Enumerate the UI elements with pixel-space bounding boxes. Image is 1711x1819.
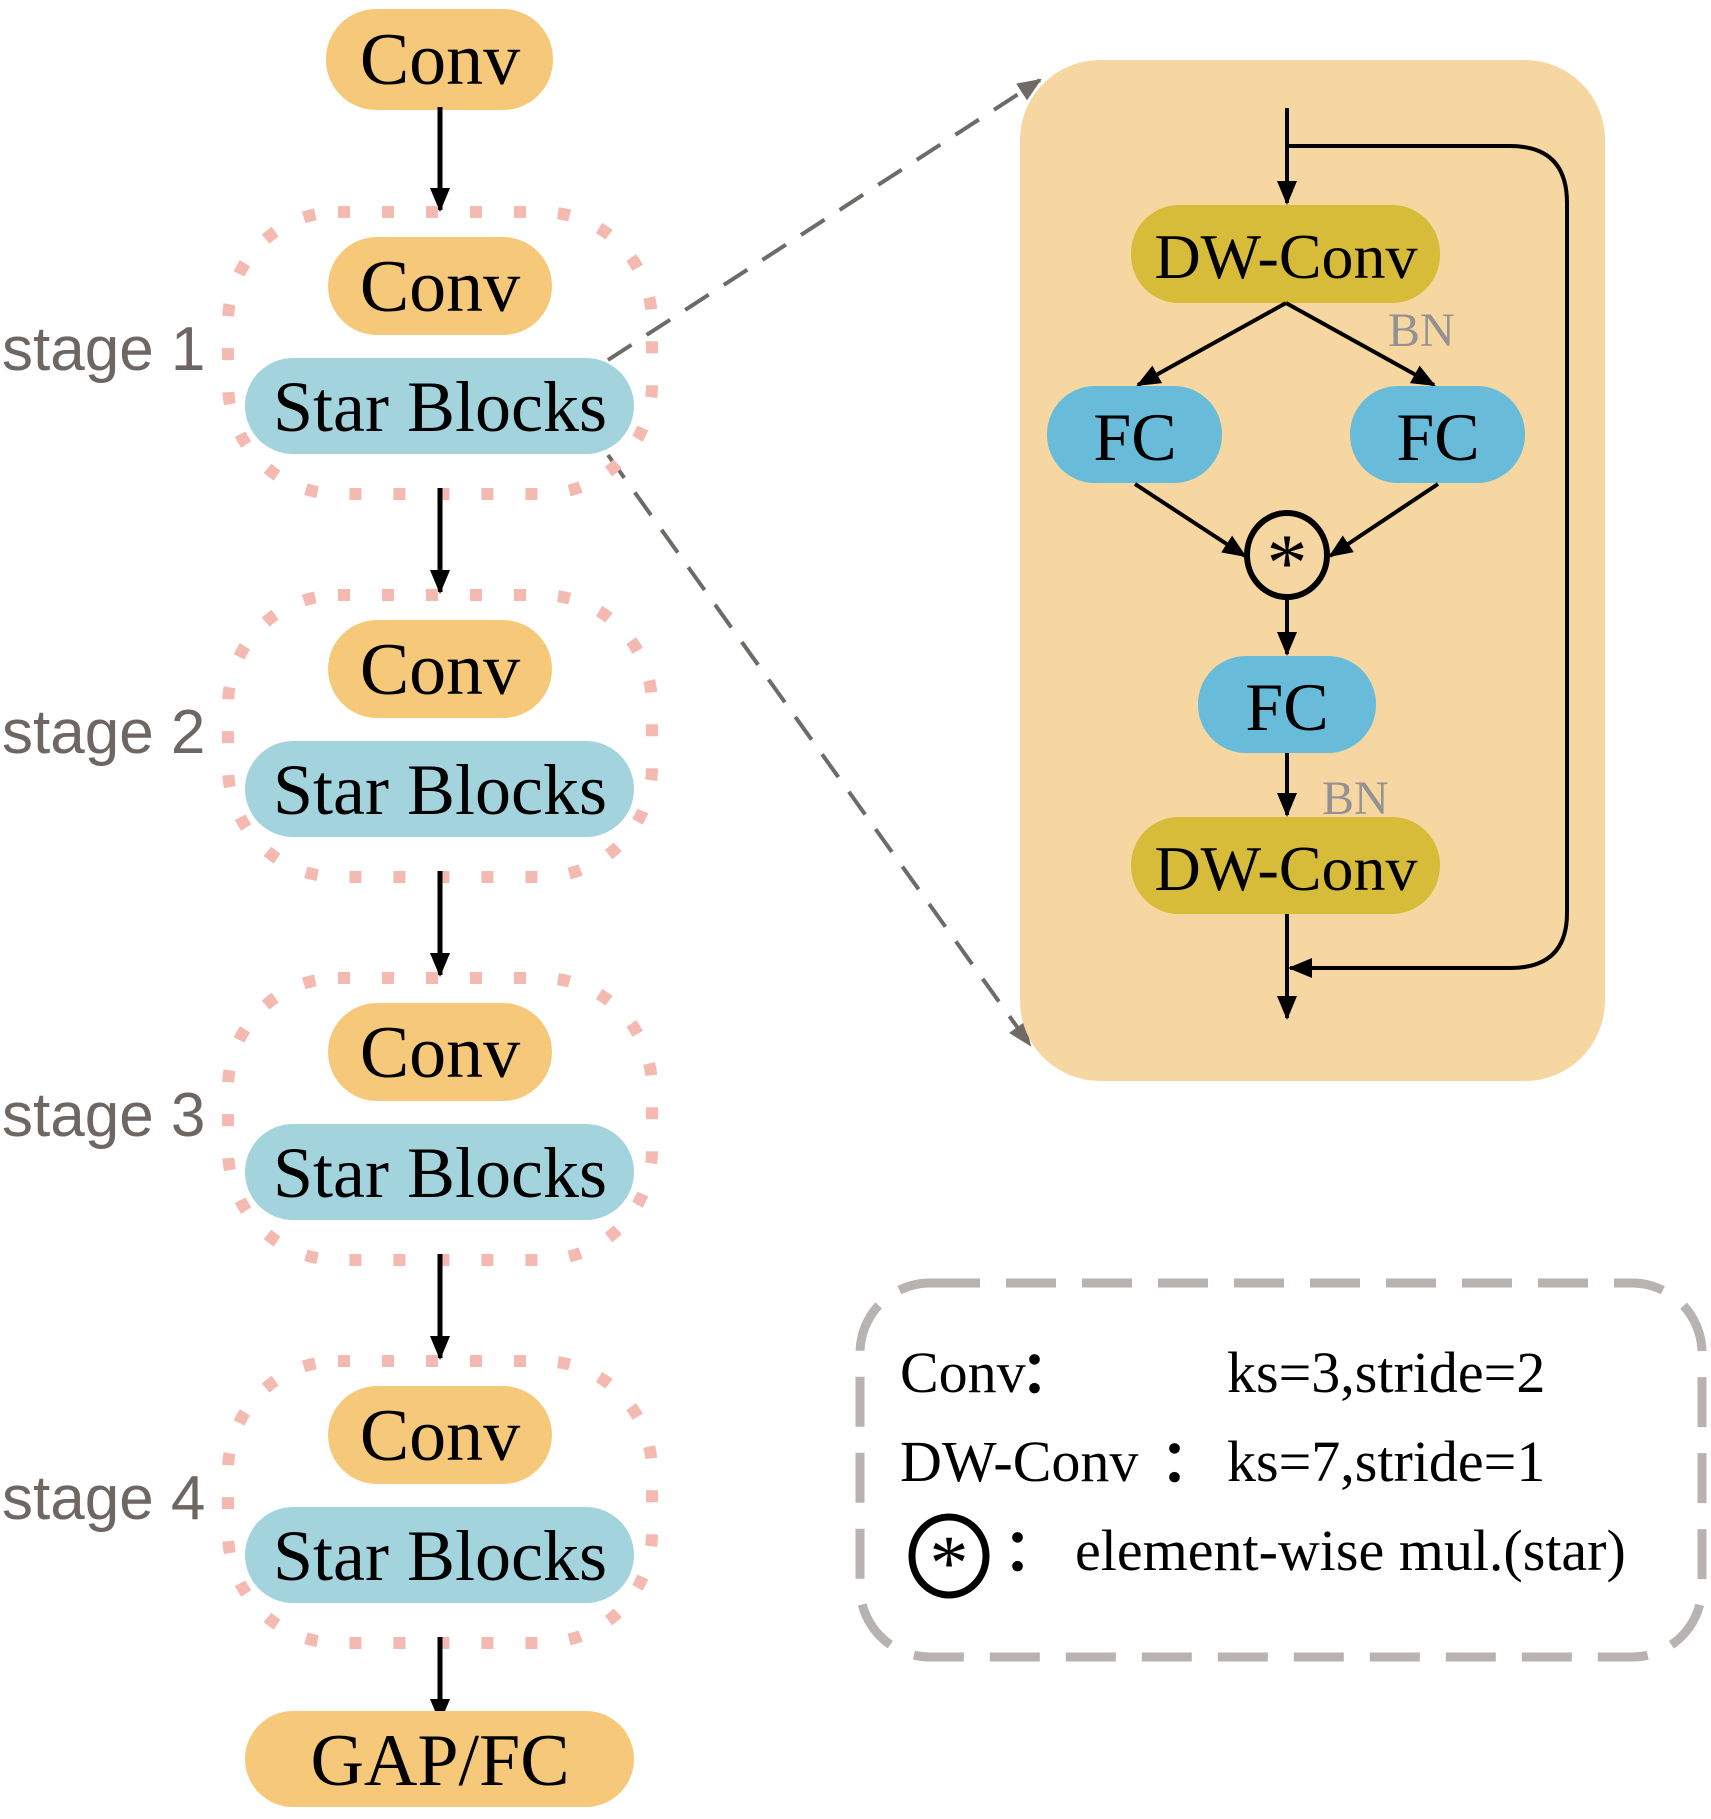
fc-bottom-node[interactable]: FC [1198,656,1376,753]
stage-3-star-blocks-label: Star Blocks [273,1133,607,1213]
bn-bottom-label: BN [1322,772,1389,825]
stage-1-conv-node[interactable]: Conv [328,237,552,335]
fc-right-label: FC [1396,399,1479,475]
residual-connection [1287,144,1569,978]
stem-conv-label: Conv [360,19,520,101]
dw-conv-top-node[interactable]: DW-Conv [1131,205,1440,303]
stage-3-label: stage 3 [2,1081,205,1150]
stage-2-label: stage 2 [2,698,205,767]
arrow-fc-right-to-star [1328,482,1440,558]
legend: Conv ： ks=3,stride=2 DW-Conv ： ks=7,stri… [855,1278,1707,1662]
legend-sep-conv: ： [1020,1340,1078,1405]
star-op-icon: * [1244,510,1330,608]
legend-term-dwconv: DW-Conv [900,1429,1138,1494]
fc-left-node[interactable]: FC [1047,386,1222,483]
legend-row-star: * ： element-wise mul.(star) [908,1513,1626,1606]
fc-right-node[interactable]: FC [1350,386,1525,483]
stage-1-label: stage 1 [2,315,205,384]
legend-sep-star: ： [1003,1518,1061,1583]
stage-4-star-blocks-node[interactable]: Star Blocks [245,1507,634,1603]
legend-row-dwconv: DW-Conv ： ks=7,stride=1 [900,1429,1545,1494]
zoom-line-top [606,78,1042,362]
stage-3-conv-node[interactable]: Conv [328,1003,552,1101]
legend-desc-star: element-wise mul.(star) [1075,1518,1626,1583]
arrow-to-fc-right [1285,301,1436,387]
stage-4-star-blocks-label: Star Blocks [273,1516,607,1596]
stage-4-conv-label: Conv [360,1395,520,1477]
star-block-panel: DW-Conv BN FC FC * FC BN [1020,60,1605,1081]
stage-3-conv-label: Conv [360,1012,520,1094]
stage-2-star-blocks-node[interactable]: Star Blocks [245,741,634,837]
legend-sep-dwconv: ： [1160,1429,1218,1494]
dw-conv-top-label: DW-Conv [1154,221,1417,292]
stage-1-conv-label: Conv [360,246,520,328]
legend-desc-dwconv: ks=7,stride=1 [1227,1429,1545,1494]
arrow-to-fc-left [1136,301,1287,387]
legend-desc-conv: ks=3,stride=2 [1227,1340,1545,1405]
fc-left-label: FC [1093,399,1176,475]
stage-1-star-blocks-node[interactable]: Star Blocks [245,358,634,454]
stage-4-label: stage 4 [2,1464,205,1533]
dw-conv-bottom-label: DW-Conv [1154,833,1417,904]
svg-text:*: * [1267,517,1308,608]
dw-conv-bottom-node[interactable]: DW-Conv [1131,817,1440,914]
svg-text:*: * [930,1519,969,1606]
arrow-fc-left-to-star [1133,482,1247,558]
head-gap-fc-node[interactable]: GAP/FC [245,1711,634,1807]
legend-star-op-icon: * [908,1513,990,1606]
legend-row-conv: Conv ： ks=3,stride=2 [900,1340,1545,1405]
zoom-line-bottom [606,453,1032,1047]
head-label: GAP/FC [310,1720,569,1802]
stage-4-conv-node[interactable]: Conv [328,1386,552,1484]
legend-border [855,1278,1707,1662]
legend-term-conv: Conv [900,1340,1026,1405]
stage-3-star-blocks-node[interactable]: Star Blocks [245,1124,634,1220]
fc-bottom-label: FC [1245,669,1328,745]
bn-top-label: BN [1388,304,1455,357]
stage-2-conv-node[interactable]: Conv [328,620,552,718]
stage-1-star-blocks-label: Star Blocks [273,367,607,447]
stage-2-star-blocks-label: Star Blocks [273,750,607,830]
stem-conv-node[interactable]: Conv [326,9,553,110]
stage-2-conv-label: Conv [360,629,520,711]
